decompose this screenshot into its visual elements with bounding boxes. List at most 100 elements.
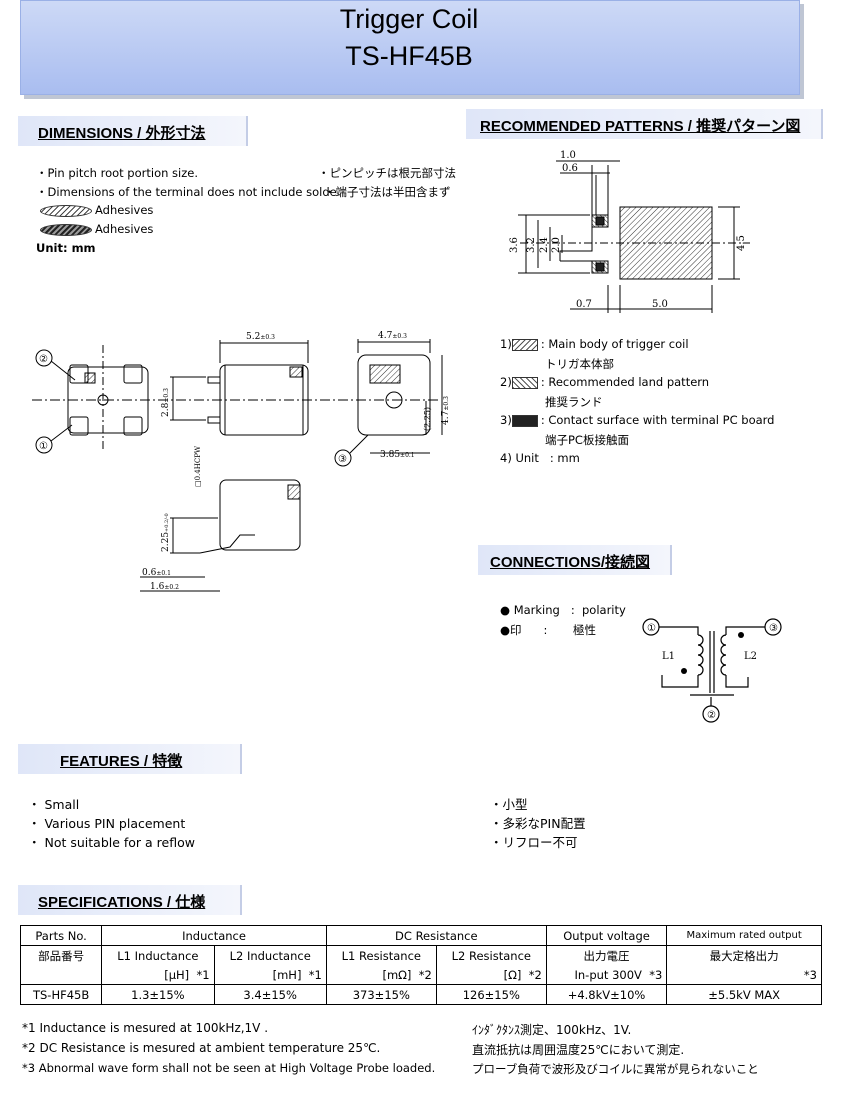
header-l2-resistance: L2 Resistance [435,945,547,965]
header-output-voltage-jp: 出力電圧 [545,945,668,965]
table-row: TS-HF45B 1.3±15% 3.4±15% 373±15% 126±15%… [19,984,822,1005]
pattern-3-6-label: 3.6 [509,237,520,253]
adhesive-legend-1: Adhesives [40,203,153,217]
pattern-0-7-label: 0.7 [576,299,592,310]
specifications-table: Parts No. Inductance DC Resistance Outpu… [19,925,822,1005]
dimensions-drawing: 5.2±0.3 4.7±0.3 2.8±0.3 4.7±0.3 (2.25) 3… [32,331,450,592]
main-body-swatch-icon [511,338,538,351]
legend-land-pattern: 2): Recommended land pattern [500,375,710,389]
dim-0-6-label: 0.6±0.1 [142,568,171,578]
header-inductance: Inductance [101,925,327,946]
dim-3-85-label: 3.85±0.1 [380,450,415,460]
dim-1-6-label: 1.6±0.2 [150,582,179,592]
dim-5-2-label: 5.2±0.3 [246,332,275,342]
l1-label: L1 [662,651,675,662]
dimensions-heading: DIMENSIONS / 外形寸法 [18,116,248,146]
page-title: Trigger Coil [339,4,479,34]
note-1-jp: ｲﾝﾀﾞｸﾀﾝｽ測定、100kHz、1V. [472,1023,632,1037]
legend-main-body-jp: トリガ本体部 [545,357,614,371]
note-3-jp: プローブ負荷で波形及びコイルに異常が見られないこと [472,1062,759,1076]
cell-max-output: ±5.5kV MAX [666,984,822,1005]
legend-unit: 4) Unit : mm [500,451,580,465]
connection-schematic: ① ③ ② L1 L2 [642,618,782,723]
adhesive-hatch-icon [40,204,92,217]
pattern-5-0-label: 5.0 [652,299,668,310]
cell-part: TS-HF45B [19,984,103,1005]
pattern-1-0-label: 1.0 [560,150,576,161]
features-heading: FEATURES / 特徴 [18,744,242,774]
callout-2: ② [39,354,48,365]
dim-2-25-label: 2.25+0.2/-0 [161,513,171,552]
specifications-heading: SPECIFICATIONS / 仕様 [18,885,242,915]
header-l1-resistance: L1 Resistance [325,945,437,965]
title-band [20,0,800,95]
l1-polarity-dot-icon [681,668,687,674]
feature-no-reflow-jp: ・リフロー不可 [490,835,578,850]
legend-land-pattern-jp: 推奨ランド [545,395,603,409]
legend-contact-surface: 3): Contact surface with terminal PC boa… [500,413,775,427]
cell-output-voltage: +4.8kV±10% [545,984,668,1005]
contact-surface-swatch-icon [511,414,538,427]
callout-3: ③ [338,454,347,465]
dim-2-8-label: 2.8±0.3 [161,388,171,417]
unit-l2-inductance: [mH] *1 [213,965,327,985]
adhesive-dark-hatch-icon [40,223,92,236]
note-terminal: ・Dimensions of the terminal does not inc… [36,185,337,199]
pattern-4-5-label: 4.5 [736,235,747,251]
unit-label: Unit: mm [36,241,96,255]
unit-l2-resistance: [Ω] *2 [435,965,547,985]
cell-l2-resistance: 126±15% [435,984,547,1005]
note-1: *1 Inductance is mesured at 100kHz,1V . [22,1021,269,1035]
connections-heading: CONNECTIONS/接続図 [478,545,672,575]
header-max-output-jp: 最大定格出力 [666,945,822,965]
note-2-jp: 直流抵抗は周囲温度25℃において測定. [472,1043,685,1057]
feature-pin-placement-jp: ・多彩なPIN配置 [490,816,586,831]
header-dc-resistance: DC Resistance [325,925,547,946]
patterns-heading: RECOMMENDED PATTERNS / 推奨パターン図 [466,109,823,139]
l2-label: L2 [744,651,757,662]
feature-small-jp: ・小型 [490,797,528,812]
terminal-3: ③ [769,623,778,634]
header-parts-no-jp: 部品番号 [19,945,103,965]
header-max-output: Maximum rated output [666,925,822,946]
pattern-0-6-label: 0.6 [562,163,578,174]
terminal-1: ① [647,623,656,634]
pattern-3-2-label: 3.2 [526,237,537,253]
dim-2-25-ref-label: (2.25) [423,407,432,431]
patterns-drawing: 1.0 0.6 3.6 3.2 2.4 2.0 4.5 0.7 5.0 [509,150,750,313]
legend-contact-surface-jp: 端子PC板接触面 [545,433,629,447]
unit-l1-resistance: [mΩ] *2 [325,965,437,985]
note-2: *2 DC Resistance is mesured at ambient t… [22,1041,381,1055]
terminal-2: ② [707,710,716,721]
feature-no-reflow: ・ Not suitable for a reflow [28,835,195,850]
note-terminal-jp: ・端子寸法は半田含まず [324,185,451,199]
feature-small: ・ Small [28,797,80,812]
cell-l1-resistance: 373±15% [325,984,437,1005]
unit-l1-inductance: [μH] *1 [101,965,215,985]
note-pin-pitch: ・Pin pitch root portion size. [36,166,199,180]
pin-size-label: □0.4HCPW [194,445,202,487]
note-3: *3 Abnormal wave form shall not be seen … [22,1061,436,1075]
cell-l2-inductance: 3.4±15% [213,984,327,1005]
header-parts-no: Parts No. [19,925,103,946]
header-l2-inductance: L2 Inductance [213,945,327,965]
header-l1-inductance: L1 Inductance [101,945,215,965]
pattern-2-4-label: 2.4 [539,237,550,253]
marking-legend: ● Marking : polarity [500,603,626,617]
header-output-voltage: Output voltage [545,925,668,946]
pattern-2-0-label: 2.0 [551,237,562,253]
feature-pin-placement: ・ Various PIN placement [28,816,186,831]
callout-1: ① [39,441,48,452]
unit-output-voltage: In-put 300V *3 [545,965,668,985]
note-pin-pitch-jp: ・ピンピッチは根元部寸法 [318,166,456,180]
dim-4-7-width-label: 4.7±0.3 [378,331,407,341]
land-pattern-swatch-icon [511,376,538,389]
unit-max-output: *3 [666,965,822,985]
dim-4-7-height-label: 4.7±0.3 [441,396,450,425]
adhesive-legend-2: Adhesives [40,222,153,236]
cell-l1-inductance: 1.3±15% [101,984,215,1005]
legend-main-body: 1): Main body of trigger coil [500,337,689,351]
l2-polarity-dot-icon [738,632,744,638]
marking-legend-jp: ●印 : 極性 [500,623,596,637]
part-number-title: TS-HF45B [345,41,473,71]
